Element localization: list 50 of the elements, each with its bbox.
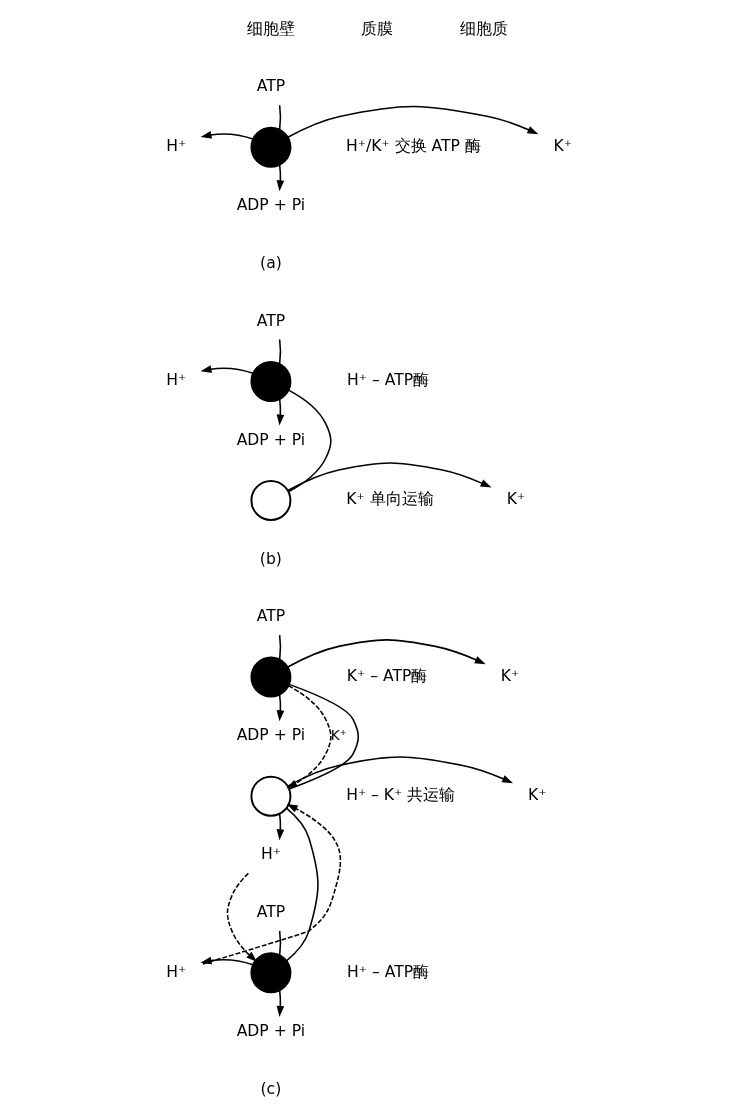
node-text: ATP [256,607,286,626]
node-circle [250,126,292,168]
node-label: K⁺ 单向运输 [346,490,434,509]
node-text: K⁺ [553,136,572,155]
arrow [287,639,486,668]
node-circle [250,360,292,402]
node-label: H⁺ – ATP酶 [346,371,430,390]
arrow [202,803,342,965]
arrow [287,462,492,492]
arrow [226,872,258,963]
connector [278,104,282,131]
node-text: H⁺ [166,136,187,155]
arrow [200,365,254,375]
node-text: ADP + Pi [236,430,306,449]
connector [287,389,332,493]
node-text: H⁺ [166,962,187,981]
node-text: K⁺ [500,666,520,685]
node-circle [250,479,292,521]
node-label: H⁺ – K⁺ 共运输 [346,785,456,804]
label: (a) [260,253,282,272]
node-text: ADP + Pi [236,726,306,745]
node-circle [250,775,292,817]
node-text: ATP [256,903,286,922]
arrow [200,956,254,966]
node-text: ADP + Pi [236,1022,306,1041]
connector [278,930,282,956]
arrow [276,989,285,1017]
node-label: H⁺ – ATP酶 [346,962,430,981]
edge-label: K⁺ [330,727,347,744]
arrow [200,131,254,140]
node-text: K⁺ [528,785,547,804]
label: 细胞壁 [246,19,295,38]
node-text: H⁺ [260,845,281,864]
connector [278,338,282,365]
node-circle [250,656,292,698]
arrow [287,105,539,138]
label: 质膜 [361,19,394,38]
node-circle [250,952,292,994]
node-text: ATP [256,77,286,96]
connector [285,807,319,962]
node-label: K⁺ – ATP酶 [346,666,428,685]
node-label: H⁺/K⁺ 交换 ATP 酶 [345,136,481,155]
connector [278,634,282,661]
node-text: K⁺ [506,490,526,509]
label: (b) [259,549,282,568]
node-text: ATP [256,311,286,330]
node-text: ADP + Pi [236,196,306,215]
label: (c) [260,1079,282,1098]
label: 细胞质 [459,19,508,38]
node-text: H⁺ [166,371,187,390]
